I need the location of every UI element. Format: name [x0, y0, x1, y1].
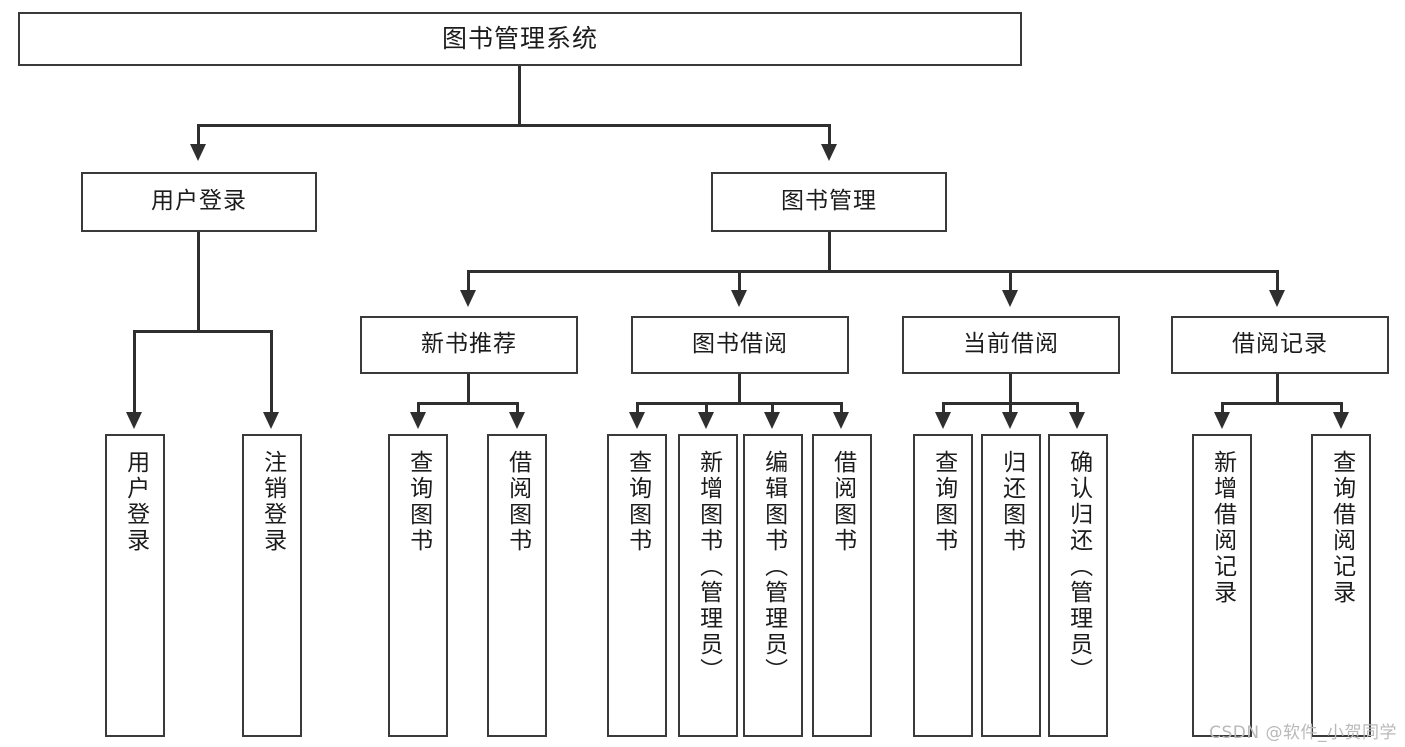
node-label: 图书管理 — [781, 188, 877, 215]
arrowhead-br-query — [1333, 412, 1349, 429]
node-label: 图书借阅 — [692, 331, 788, 358]
leaf-query-borrow-record[interactable]: 查询借阅记录 — [1311, 434, 1371, 737]
node-label: 归还图书 — [998, 450, 1025, 554]
node-label: 借阅记录 — [1232, 331, 1328, 358]
node-user-login[interactable]: 用户登录 — [81, 172, 317, 232]
connector-drop-br-add — [1221, 402, 1224, 414]
leaf-borrow-book[interactable]: 借阅图书 — [812, 434, 872, 737]
connector-drop-bb-add — [705, 402, 708, 414]
connector-drop-nb-query — [417, 402, 420, 414]
arrowhead-leaf-user-login — [126, 412, 142, 429]
arrowhead-leaf-logout — [263, 412, 279, 429]
node-label: 查询借阅记录 — [1328, 450, 1355, 606]
connector-book-borrow-stem — [738, 374, 741, 404]
arrowhead-cb-confirm — [1069, 412, 1085, 429]
node-label: 用户登录 — [122, 450, 149, 554]
connector-drop-bb-edit — [771, 402, 774, 414]
node-label: 查询图书 — [624, 450, 651, 554]
connector-new-book-bar — [417, 402, 519, 405]
node-label: 借阅图书 — [829, 450, 856, 554]
connector-root-bar — [197, 124, 831, 127]
node-label: 新增图书（管理员） — [695, 450, 722, 684]
connector-drop-leaf-user-login — [133, 330, 136, 414]
arrowhead-cb-return — [1002, 412, 1018, 429]
node-book-management[interactable]: 图书管理 — [711, 172, 947, 232]
connector-drop-br-query — [1340, 402, 1343, 414]
arrowhead-borrow-record — [1269, 290, 1285, 307]
node-label: 当前借阅 — [963, 331, 1059, 358]
arrowhead-nb-query — [410, 412, 426, 429]
leaf-borrow-book-recommend[interactable]: 借阅图书 — [487, 434, 547, 737]
leaf-add-book-admin[interactable]: 新增图书（管理员） — [678, 434, 738, 737]
connector-user-login-stem — [197, 232, 200, 332]
arrowhead-cb-query — [935, 412, 951, 429]
connector-drop-cb-confirm — [1076, 402, 1079, 414]
node-label: 注销登录 — [259, 450, 286, 554]
leaf-query-book-recommend[interactable]: 查询图书 — [388, 434, 448, 737]
arrowhead-book-borrow — [731, 290, 747, 307]
node-label: 新书推荐 — [421, 331, 517, 358]
node-label: 用户登录 — [151, 188, 247, 215]
arrowhead-br-add — [1214, 412, 1230, 429]
leaf-query-book-borrow[interactable]: 查询图书 — [607, 434, 667, 737]
node-label: 确认归还（管理员） — [1065, 450, 1092, 684]
arrowhead-bb-add — [698, 412, 714, 429]
leaf-return-book[interactable]: 归还图书 — [981, 434, 1041, 737]
connector-drop-current-borrow — [1009, 270, 1012, 292]
connector-drop-bb-borrow — [840, 402, 843, 414]
connector-drop-new-book — [467, 270, 470, 292]
node-label: 查询图书 — [930, 450, 957, 554]
node-book-borrow[interactable]: 图书借阅 — [631, 316, 849, 374]
connector-drop-user-login — [197, 124, 200, 146]
node-label: 借阅图书 — [504, 450, 531, 554]
leaf-query-book-current[interactable]: 查询图书 — [913, 434, 973, 737]
arrowhead-nb-borrow — [509, 412, 525, 429]
connector-level3-bar — [467, 270, 1279, 273]
node-current-borrow[interactable]: 当前借阅 — [902, 316, 1120, 374]
node-label: 编辑图书（管理员） — [760, 450, 787, 684]
arrowhead-bb-edit — [764, 412, 780, 429]
connector-drop-cb-query — [942, 402, 945, 414]
arrowhead-current-borrow — [1002, 290, 1018, 307]
node-label: 图书管理系统 — [441, 24, 598, 53]
node-label: 新增借阅记录 — [1209, 450, 1236, 606]
leaf-confirm-return-admin[interactable]: 确认归还（管理员） — [1048, 434, 1108, 737]
node-root-system[interactable]: 图书管理系统 — [18, 12, 1022, 66]
connector-user-login-bar — [133, 330, 273, 333]
node-borrow-record[interactable]: 借阅记录 — [1171, 316, 1389, 374]
arrowhead-new-book — [460, 290, 476, 307]
arrowhead-book-manage — [821, 144, 837, 161]
connector-new-book-stem — [467, 374, 470, 404]
node-new-book-recommend[interactable]: 新书推荐 — [360, 316, 578, 374]
connector-drop-nb-borrow — [516, 402, 519, 414]
node-label: 查询图书 — [405, 450, 432, 554]
connector-book-manage-stem — [828, 232, 831, 272]
leaf-edit-book-admin[interactable]: 编辑图书（管理员） — [743, 434, 803, 737]
leaf-add-borrow-record[interactable]: 新增借阅记录 — [1192, 434, 1252, 737]
connector-drop-leaf-logout — [270, 330, 273, 414]
connector-borrow-record-bar — [1221, 402, 1343, 405]
connector-drop-book-borrow — [738, 270, 741, 292]
leaf-logout[interactable]: 注销登录 — [242, 434, 302, 737]
arrowhead-user-login — [190, 144, 206, 161]
connector-drop-cb-return — [1009, 402, 1012, 414]
connector-book-borrow-bar — [636, 402, 843, 405]
arrowhead-bb-query — [629, 412, 645, 429]
connector-drop-bb-query — [636, 402, 639, 414]
connector-root-stem — [518, 66, 521, 126]
connector-drop-book-manage — [828, 124, 831, 146]
connector-current-borrow-stem — [1009, 374, 1012, 404]
connector-drop-borrow-record — [1276, 270, 1279, 292]
arrowhead-bb-borrow — [833, 412, 849, 429]
leaf-user-login[interactable]: 用户登录 — [105, 434, 165, 737]
connector-borrow-record-stem — [1276, 374, 1279, 404]
